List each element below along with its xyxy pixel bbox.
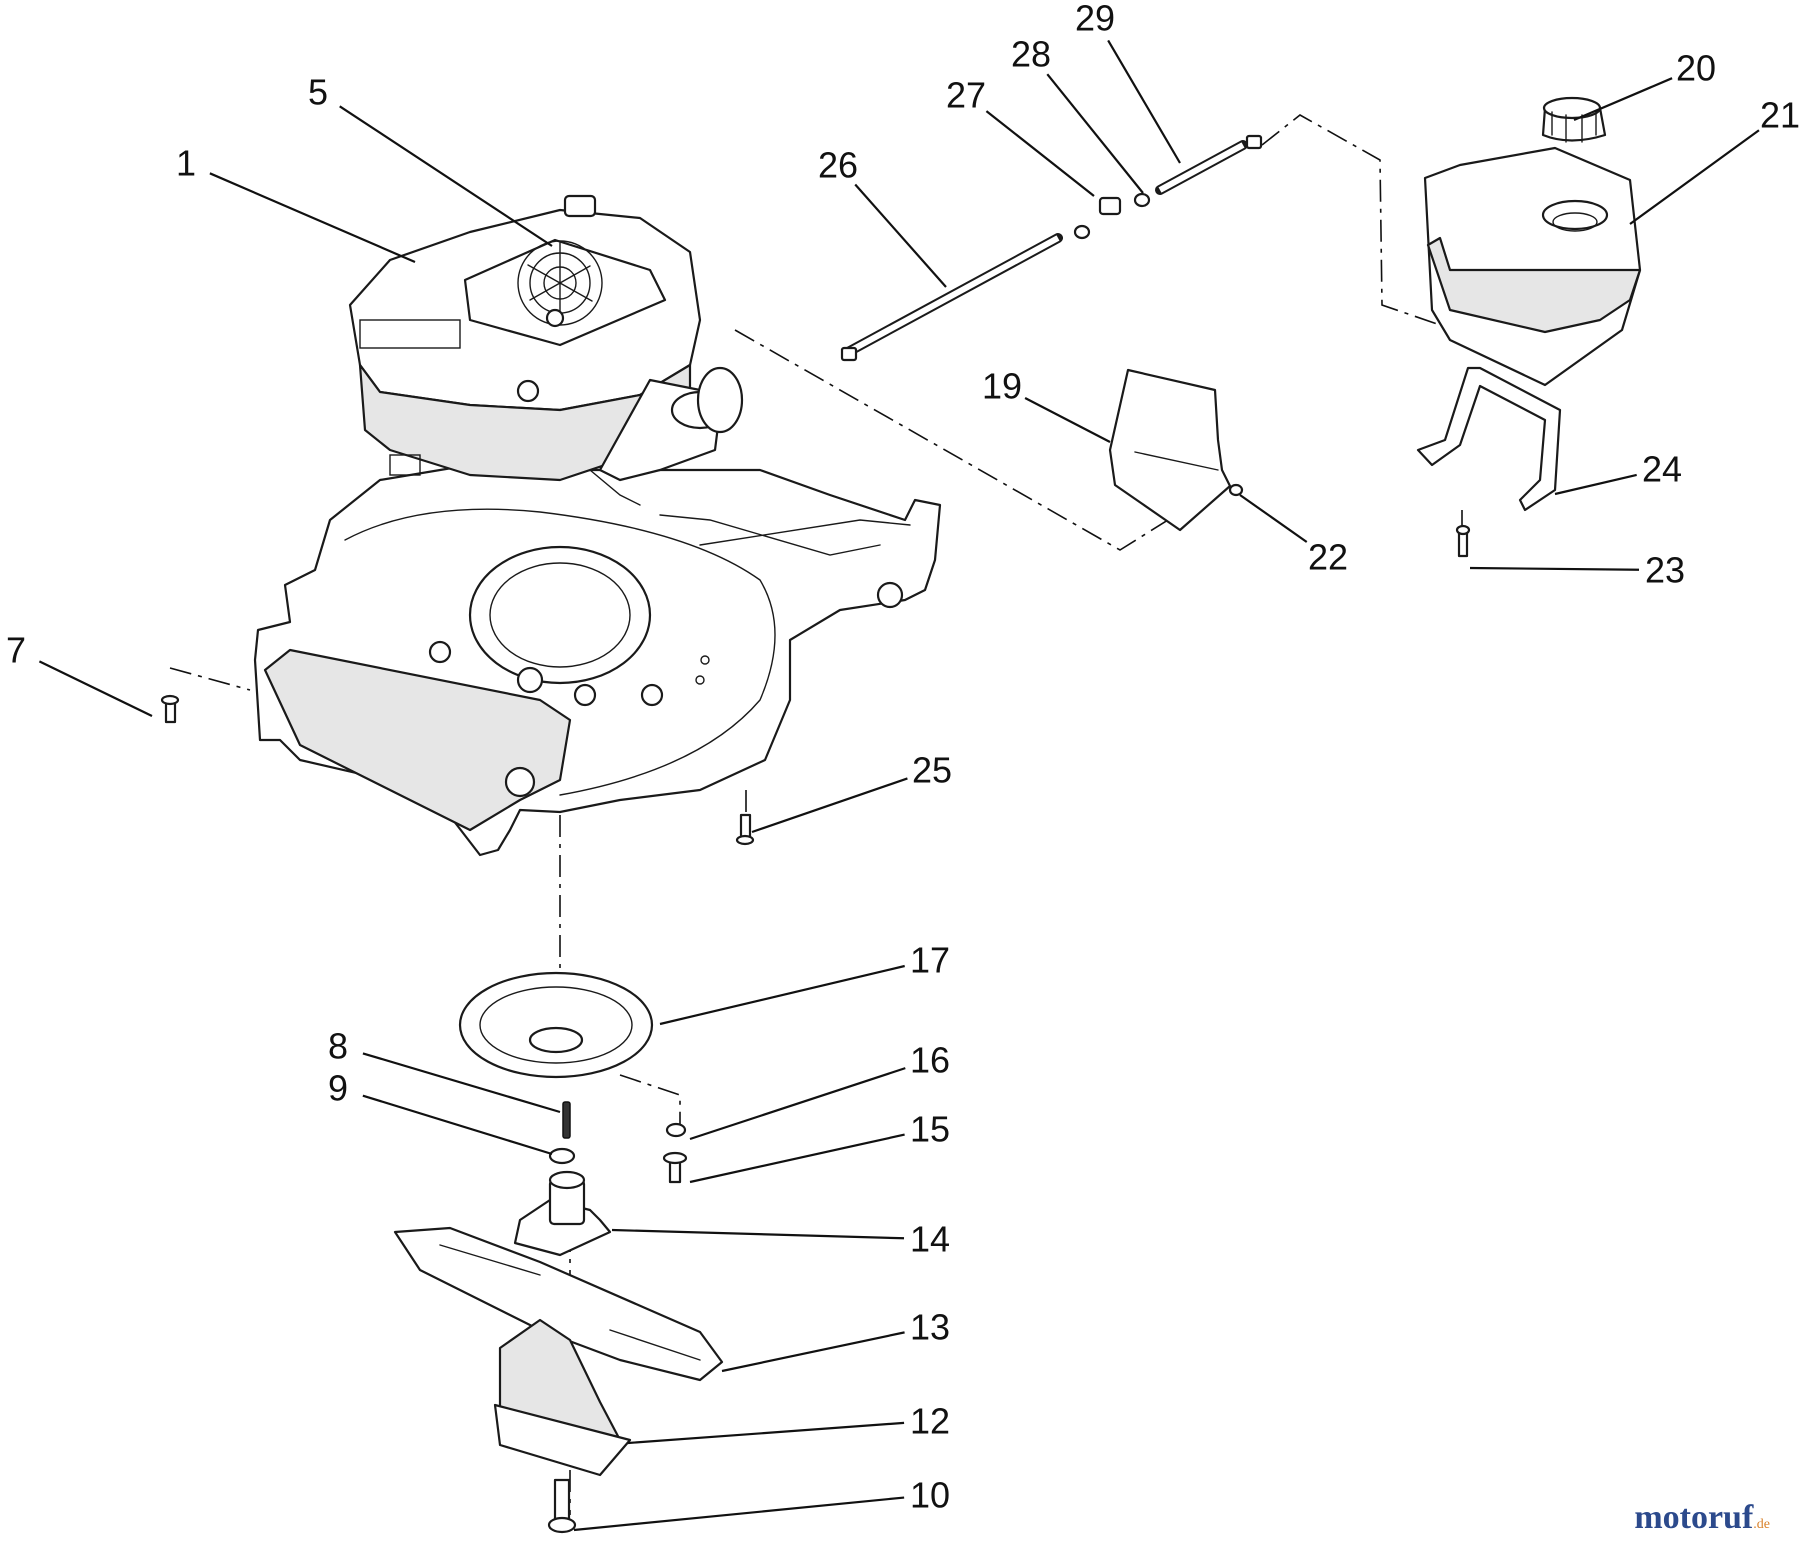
leader-line-13	[721, 1331, 905, 1373]
watermark: motoruf.de	[1634, 1499, 1770, 1536]
callout-25: 25	[912, 750, 952, 791]
callout-16: 16	[910, 1040, 950, 1081]
leader-line-17	[659, 964, 905, 1026]
leader-line-10	[573, 1496, 905, 1532]
callout-29: 29	[1075, 0, 1115, 39]
leader-line-29	[1107, 39, 1181, 164]
leader-line-22	[1239, 494, 1308, 543]
leader-line-15	[689, 1133, 905, 1184]
fuel-line-assembly	[840, 134, 1263, 362]
fuel-tank-assembly	[1416, 96, 1642, 558]
leader-line-23	[1469, 566, 1640, 571]
leader-line-20	[1573, 77, 1673, 122]
leader-line-25	[751, 777, 908, 834]
callout-12: 12	[910, 1401, 950, 1442]
callout-15: 15	[910, 1109, 950, 1150]
callout-21: 21	[1760, 95, 1800, 136]
engine	[348, 194, 744, 506]
callout-8: 8	[328, 1026, 348, 1067]
callout-5: 5	[308, 72, 328, 113]
callout-19: 19	[982, 366, 1022, 407]
leader-line-12	[627, 1421, 905, 1445]
watermark-suffix: .de	[1753, 1517, 1770, 1532]
leader-line-14	[611, 1228, 905, 1240]
leader-line-8	[362, 1052, 561, 1114]
callout-17: 17	[910, 940, 950, 981]
callout-10: 10	[910, 1475, 950, 1516]
callout-28: 28	[1011, 34, 1051, 75]
heat-shield	[1108, 368, 1244, 532]
callout-13: 13	[910, 1307, 950, 1348]
leader-line-21	[1629, 129, 1760, 225]
callout-14: 14	[910, 1219, 950, 1260]
leader-line-1	[209, 172, 416, 264]
leader-line-24	[1554, 473, 1637, 496]
leader-line-26	[854, 183, 947, 288]
callout-9: 9	[328, 1068, 348, 1109]
mower-deck	[253, 463, 942, 857]
callout-20: 20	[1676, 48, 1716, 89]
callout-24: 24	[1642, 449, 1682, 490]
leader-line-9	[362, 1094, 553, 1156]
callout-7: 7	[6, 630, 26, 671]
leader-line-27	[985, 110, 1095, 197]
leader-line-5	[339, 105, 553, 247]
watermark-main: motoruf	[1634, 1499, 1754, 1536]
leader-line-7	[38, 660, 153, 717]
callout-1: 1	[176, 143, 196, 184]
leader-line-16	[689, 1067, 906, 1141]
callout-27: 27	[946, 75, 986, 116]
callout-23: 23	[1645, 550, 1685, 591]
callout-22: 22	[1308, 537, 1348, 578]
blade-assembly	[160, 694, 755, 1534]
leader-line-19	[1024, 396, 1111, 443]
callout-26: 26	[818, 145, 858, 186]
callout-leaders	[38, 39, 1760, 1532]
leader-line-28	[1046, 73, 1144, 194]
